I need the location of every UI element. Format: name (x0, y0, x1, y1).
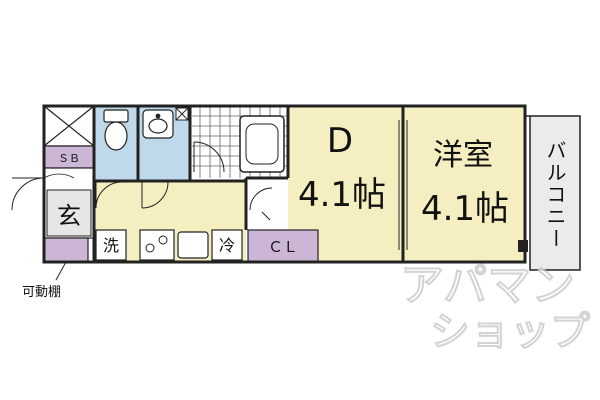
washer-label: 洗 (103, 236, 119, 255)
fridge-space (211, 229, 243, 261)
interior-doors (95, 141, 273, 221)
movable-shelf (43, 237, 89, 263)
western-size: 4.1帖 (421, 189, 509, 229)
closet (247, 229, 319, 263)
toilet-icon (103, 109, 129, 151)
vent-box (175, 107, 189, 121)
washer-space (95, 229, 127, 261)
sliding-door (398, 120, 408, 250)
fridge-label: 冷 (219, 236, 235, 255)
stove-icon (139, 229, 175, 261)
dining-size: 4.1帖 (298, 175, 386, 215)
entrance-label: 玄 (57, 202, 81, 230)
entrance-tile (46, 189, 92, 237)
entrance-door-swing (11, 177, 45, 211)
western-floor (403, 106, 525, 261)
svg-text:ショップ: ショップ (430, 309, 590, 355)
shelf-label: 可動棚 (22, 285, 61, 300)
basin-icon (142, 109, 174, 139)
pipe-shaft (43, 105, 95, 147)
svg-text:アパマン: アパマン (400, 260, 575, 311)
balcony (529, 115, 581, 271)
western-name: 洋室 (433, 138, 493, 173)
walls (42, 104, 527, 264)
watermark-logo: アパマン ショップ (399, 259, 591, 356)
dining-name: D (327, 121, 353, 161)
sb-label: ＳＢ (58, 152, 80, 165)
sink-icon (177, 231, 209, 259)
balcony-label: バルコニー (543, 140, 567, 250)
closet-label: ＣＬ (268, 238, 298, 256)
